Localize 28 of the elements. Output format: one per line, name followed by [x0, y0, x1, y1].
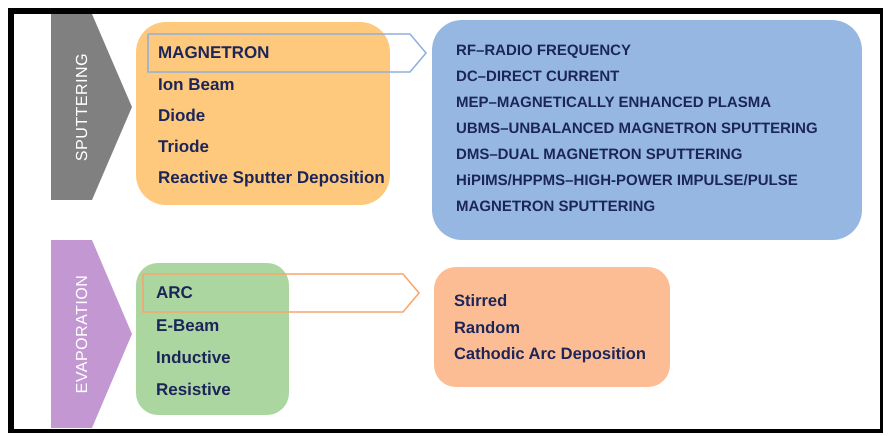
list-item: MAGNETRON	[158, 42, 270, 64]
list-item: Random	[454, 318, 520, 338]
list-item: ARC	[156, 282, 193, 304]
category-label: EVAPORATION	[74, 274, 92, 394]
list-item: HiPIMS/HPPMS–HIGH-POWER IMPULSE/PULSE MAGNETRON SPUTTERING	[456, 171, 799, 217]
rounded-box	[136, 263, 289, 415]
list-item: Ion Beam	[158, 74, 235, 96]
list-item: DC–DIRECT CURRENT	[456, 67, 620, 87]
rounded-box	[432, 20, 862, 240]
category-chevron	[51, 240, 132, 428]
list-item: Inductive	[156, 347, 231, 369]
list-item: Reactive Sputter Deposition	[158, 167, 385, 189]
list-item: RF–RADIO FREQUENCY	[456, 41, 632, 61]
list-item: DMS–DUAL MAGNETRON SPUTTERING	[456, 145, 744, 165]
list-item: MEP–MAGNETICALLY ENHANCED PLASMA	[456, 93, 772, 113]
list-item: Diode	[158, 105, 206, 127]
category-label: SPUTTERING	[74, 52, 92, 162]
list-item: UBMS–UNBALANCED MAGNETRON SPUTTERING	[456, 119, 819, 139]
list-item: E-Beam	[156, 315, 220, 337]
pointer-arrow-shape	[143, 274, 419, 312]
list-item: Resistive	[156, 379, 231, 401]
pointer-arrow-shape	[148, 34, 426, 72]
list-item: Cathodic Arc Deposition	[454, 344, 646, 365]
rounded-box	[136, 22, 390, 205]
rounded-box	[434, 267, 670, 387]
list-item: Triode	[158, 136, 210, 158]
category-chevron	[51, 14, 132, 200]
list-item: Stirred	[454, 291, 508, 312]
